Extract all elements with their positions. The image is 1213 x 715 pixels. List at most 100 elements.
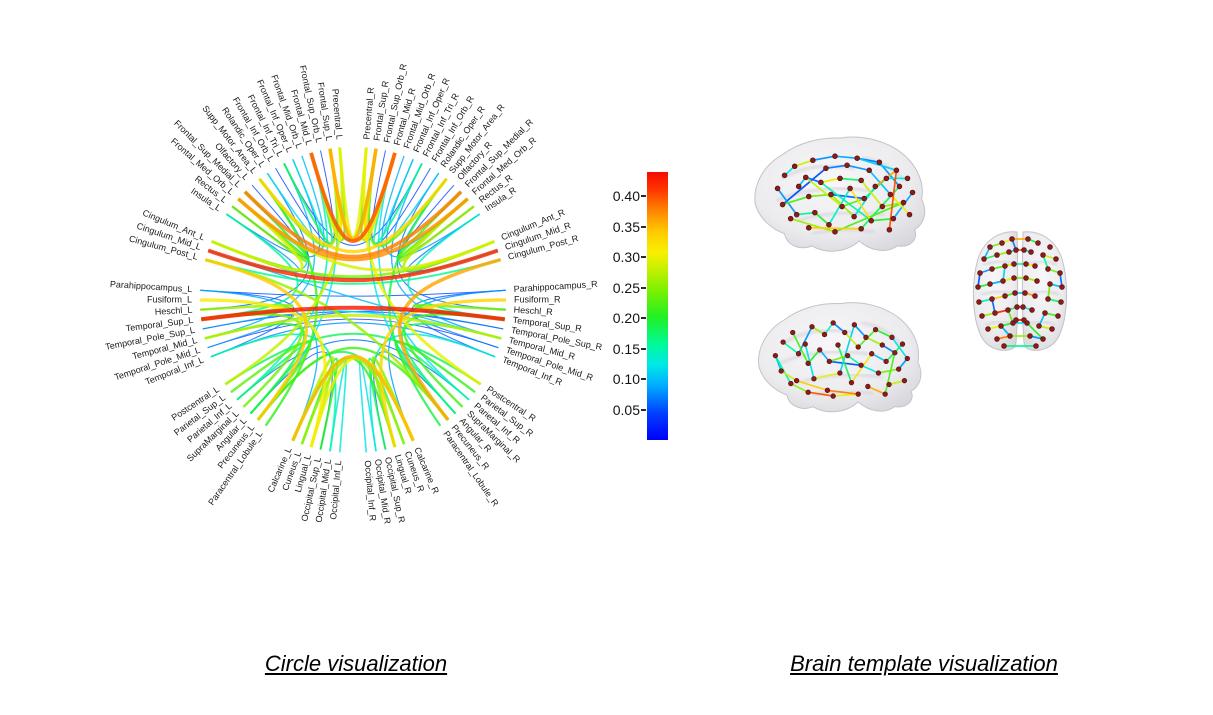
connectogram-edge — [207, 248, 499, 283]
colorbar-tick-label: 0.30 — [612, 249, 640, 266]
brain-edge — [808, 226, 862, 230]
colorbar-tick-label: 0.10 — [612, 371, 640, 388]
connectogram-edge — [237, 197, 469, 262]
brain-node — [791, 163, 798, 170]
brain-node — [886, 226, 893, 233]
brain-node — [1021, 317, 1027, 323]
brain-node — [844, 162, 850, 169]
brain-edge — [827, 389, 859, 395]
brain-edge — [837, 344, 853, 383]
brain-edge — [790, 217, 836, 233]
brain-node — [806, 193, 812, 200]
brain-node — [1014, 304, 1020, 310]
brain-surface-outline — [754, 136, 926, 252]
colorbar-tick-label: 0.25 — [612, 279, 640, 296]
brain-node — [1053, 256, 1059, 262]
brain-node — [1012, 290, 1018, 296]
brain-node — [842, 329, 848, 336]
brain-node — [896, 183, 903, 190]
brain-edge — [820, 181, 872, 222]
brain-node — [795, 351, 802, 357]
brain-node — [830, 393, 836, 399]
brain-node — [872, 183, 879, 190]
brain-node — [1022, 290, 1028, 296]
brain-node — [1027, 333, 1033, 339]
brain-node — [858, 362, 864, 368]
brain-node — [994, 336, 1000, 342]
brain-node — [1020, 304, 1026, 310]
colorbar-tick-mark — [641, 378, 646, 381]
brain-node — [837, 370, 843, 376]
brain-node — [855, 344, 861, 350]
brain-edge — [846, 164, 870, 172]
circle-visualization: Precentral_LFrontal_Sup_LFrontal_Sup_Orb… — [104, 62, 603, 525]
brain-node — [774, 185, 781, 192]
brain-node — [1040, 336, 1046, 342]
colorbar-tick-mark — [641, 225, 646, 228]
brain-edge — [892, 191, 914, 220]
connectogram-edge — [224, 332, 482, 386]
brain-node — [890, 215, 897, 222]
brain-node — [812, 209, 818, 216]
brain-node — [844, 352, 851, 359]
brain-node — [793, 211, 800, 218]
brain-node — [879, 342, 885, 348]
brain-node — [999, 240, 1005, 246]
brain-node — [848, 379, 855, 386]
connectogram-edge — [390, 163, 502, 340]
connectogram-edge — [362, 147, 482, 386]
connectogram-edge — [204, 163, 316, 340]
connectogram-edge — [291, 354, 415, 442]
brain-edge — [792, 332, 809, 364]
brain-node — [1057, 270, 1063, 276]
brain-edge — [884, 352, 896, 395]
brain-node — [904, 355, 910, 362]
connectogram-edge — [397, 257, 502, 422]
colorbar-tick-label: 0.40 — [612, 188, 640, 205]
brain-node — [854, 155, 860, 161]
brain-axial-view — [972, 231, 1068, 351]
colorbar-tick-label: 0.05 — [612, 401, 640, 418]
brain-node — [1042, 310, 1048, 316]
brain-node — [811, 376, 817, 382]
connectogram-edge — [309, 152, 397, 243]
brain-lateral-view-lower — [758, 302, 922, 413]
brain-caption: Brain template visualization — [790, 651, 1058, 676]
brain-node — [994, 252, 1000, 258]
brain-node — [855, 391, 861, 397]
brain-node — [1036, 323, 1042, 329]
brain-edge — [849, 187, 872, 222]
brain-node — [1049, 326, 1055, 332]
brain-node — [790, 329, 796, 336]
brain-node — [1032, 263, 1038, 269]
brain-node — [876, 159, 883, 166]
brain-node — [847, 185, 853, 192]
colorbar-tick-mark — [641, 408, 646, 411]
colorbar-tick-mark — [641, 286, 646, 289]
brain-node — [837, 175, 843, 182]
brain-node — [872, 326, 879, 333]
colorbar-gradient — [647, 172, 668, 440]
brain-node — [1032, 293, 1038, 299]
brain-node — [866, 167, 872, 174]
brain-node — [805, 389, 811, 395]
brain-node — [810, 157, 816, 164]
brain-node — [989, 296, 995, 302]
brain-node — [1028, 249, 1034, 255]
brain-edge — [853, 324, 867, 338]
colorbar-tick-mark — [641, 317, 646, 320]
brain-edge — [790, 382, 809, 393]
brain-node — [1047, 281, 1053, 287]
brain-node — [772, 352, 779, 359]
colorbar-tick-label: 0.15 — [612, 340, 640, 357]
brain-node — [858, 225, 864, 232]
brain-node — [1023, 261, 1029, 267]
brain-node — [886, 381, 892, 388]
region-label: Parahippocampus_L — [110, 279, 193, 294]
brain-lateral-view-upper — [754, 136, 926, 252]
brain-node — [863, 334, 869, 340]
brain-node — [987, 281, 993, 287]
colorbar-tick-mark — [641, 347, 646, 350]
